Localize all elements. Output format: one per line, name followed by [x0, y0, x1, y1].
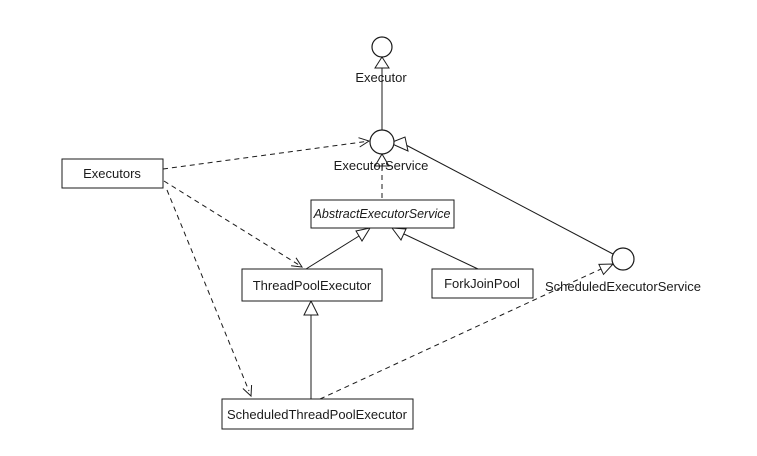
class-box-forkjoinpool — [431, 268, 534, 299]
node-scheduledexecutorservice: ScheduledExecutorService — [545, 247, 701, 294]
interface-circle-scheduledexecutorservice — [611, 247, 635, 271]
class-box-executors — [61, 158, 164, 189]
node-label-scheduledexecutorservice: ScheduledExecutorService — [545, 279, 701, 294]
node-label-scheduledthreadpoolexecutor: ScheduledThreadPoolExecutor — [227, 407, 408, 422]
interface-circle-executor — [371, 36, 393, 58]
class-box-abstractexecutorservice — [310, 199, 455, 229]
node-label-forkjoinpool: ForkJoinPool — [444, 276, 520, 291]
edge-executorservice-extends-executor — [374, 56, 390, 130]
node-label-abstractexecutorservice: AbstractExecutorService — [313, 207, 451, 221]
edge-scheduledthreadpoolexecutor-extends-threadpoolexecutor — [303, 299, 319, 399]
edge-threadpoolexecutor-extends-abstractexecutorservice — [305, 227, 372, 270]
edge-forkjoinpool-extends-abstractexecutorservice — [390, 227, 479, 270]
node-label-executor: Executor — [355, 70, 407, 85]
class-box-scheduledthreadpoolexecutor — [221, 398, 414, 430]
edge-executors-uses-scheduledthreadpoolexecutor — [166, 189, 253, 398]
node-scheduledthreadpoolexecutor: ScheduledThreadPoolExecutor — [221, 398, 414, 430]
edge-scheduledexecutorservice-extends-executorservice — [388, 136, 614, 255]
edge-abstractexecutorservice-implements-executorservice — [374, 153, 390, 200]
edge-executors-uses-threadpoolexecutor — [163, 180, 304, 268]
interface-circle-executorservice — [369, 129, 395, 155]
node-threadpoolexecutor: ThreadPoolExecutor — [241, 268, 383, 302]
node-executorservice: ExecutorService — [334, 129, 429, 173]
node-executor: Executor — [355, 36, 407, 85]
node-forkjoinpool: ForkJoinPool — [431, 268, 534, 299]
node-abstractexecutorservice: AbstractExecutorService — [310, 199, 455, 229]
class-box-threadpoolexecutor — [241, 268, 383, 302]
node-label-executorservice: ExecutorService — [334, 158, 429, 173]
edge-executors-uses-executorservice — [162, 137, 371, 170]
node-label-threadpoolexecutor: ThreadPoolExecutor — [253, 278, 372, 293]
edge-scheduledthreadpoolexecutor-implements-scheduledexecutorservice — [319, 263, 615, 400]
node-label-executors: Executors — [83, 166, 141, 181]
node-executors: Executors — [61, 158, 164, 189]
